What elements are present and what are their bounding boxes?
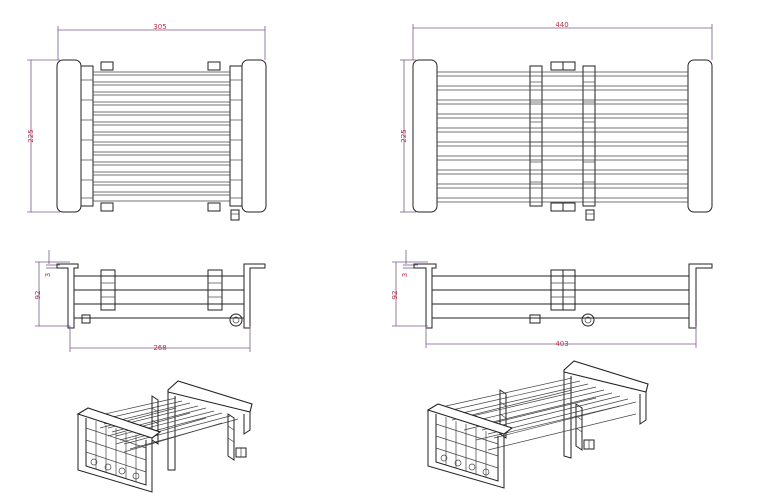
dim-side-right-height: 92 [391, 291, 399, 300]
dim-side-left-height: 92 [34, 291, 42, 300]
dim-top-right-width: 440 [555, 21, 568, 29]
dim-top-right-height: 225 [400, 129, 408, 142]
isometric-view-extended [426, 360, 649, 489]
dim-top-left-height: 225 [27, 129, 35, 142]
side-view-extended: 92 3 403 [391, 250, 713, 348]
top-view-collapsed: 305 225 [27, 23, 267, 221]
dim-top-left-width: 305 [153, 23, 166, 31]
isometric-view-collapsed [76, 380, 253, 493]
top-view-extended: 440 225 [400, 21, 713, 221]
dim-side-left-lip: 3 [44, 273, 52, 277]
dim-side-right-width: 403 [555, 340, 568, 348]
dim-side-right-lip: 3 [401, 273, 409, 277]
dim-side-left-width: 268 [153, 344, 166, 352]
side-view-collapsed: 92 3 268 [34, 250, 266, 352]
